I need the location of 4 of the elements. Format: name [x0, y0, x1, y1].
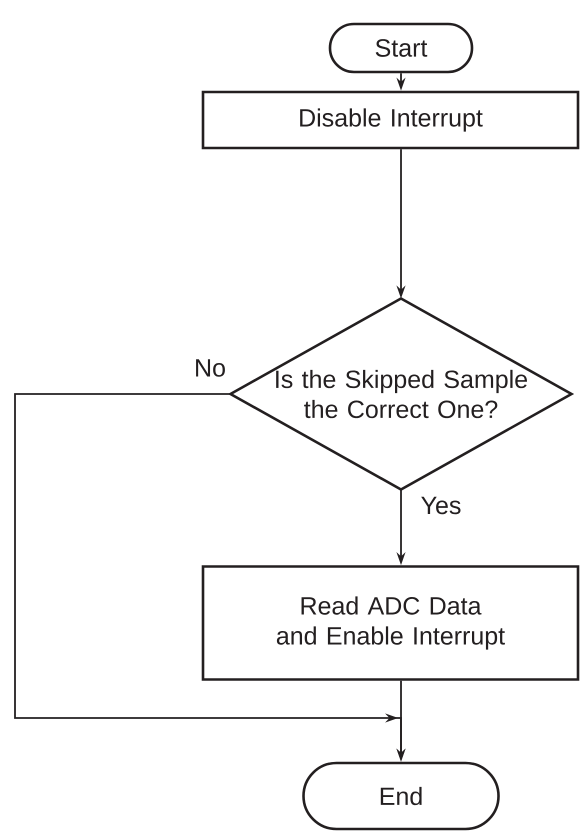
- process-box: Disable Interrupt: [202, 90, 580, 150]
- edge-label: Yes: [421, 496, 460, 514]
- edge-label: No: [196, 359, 225, 377]
- process-box: Read ADC Data and Enable Interrupt: [202, 565, 580, 681]
